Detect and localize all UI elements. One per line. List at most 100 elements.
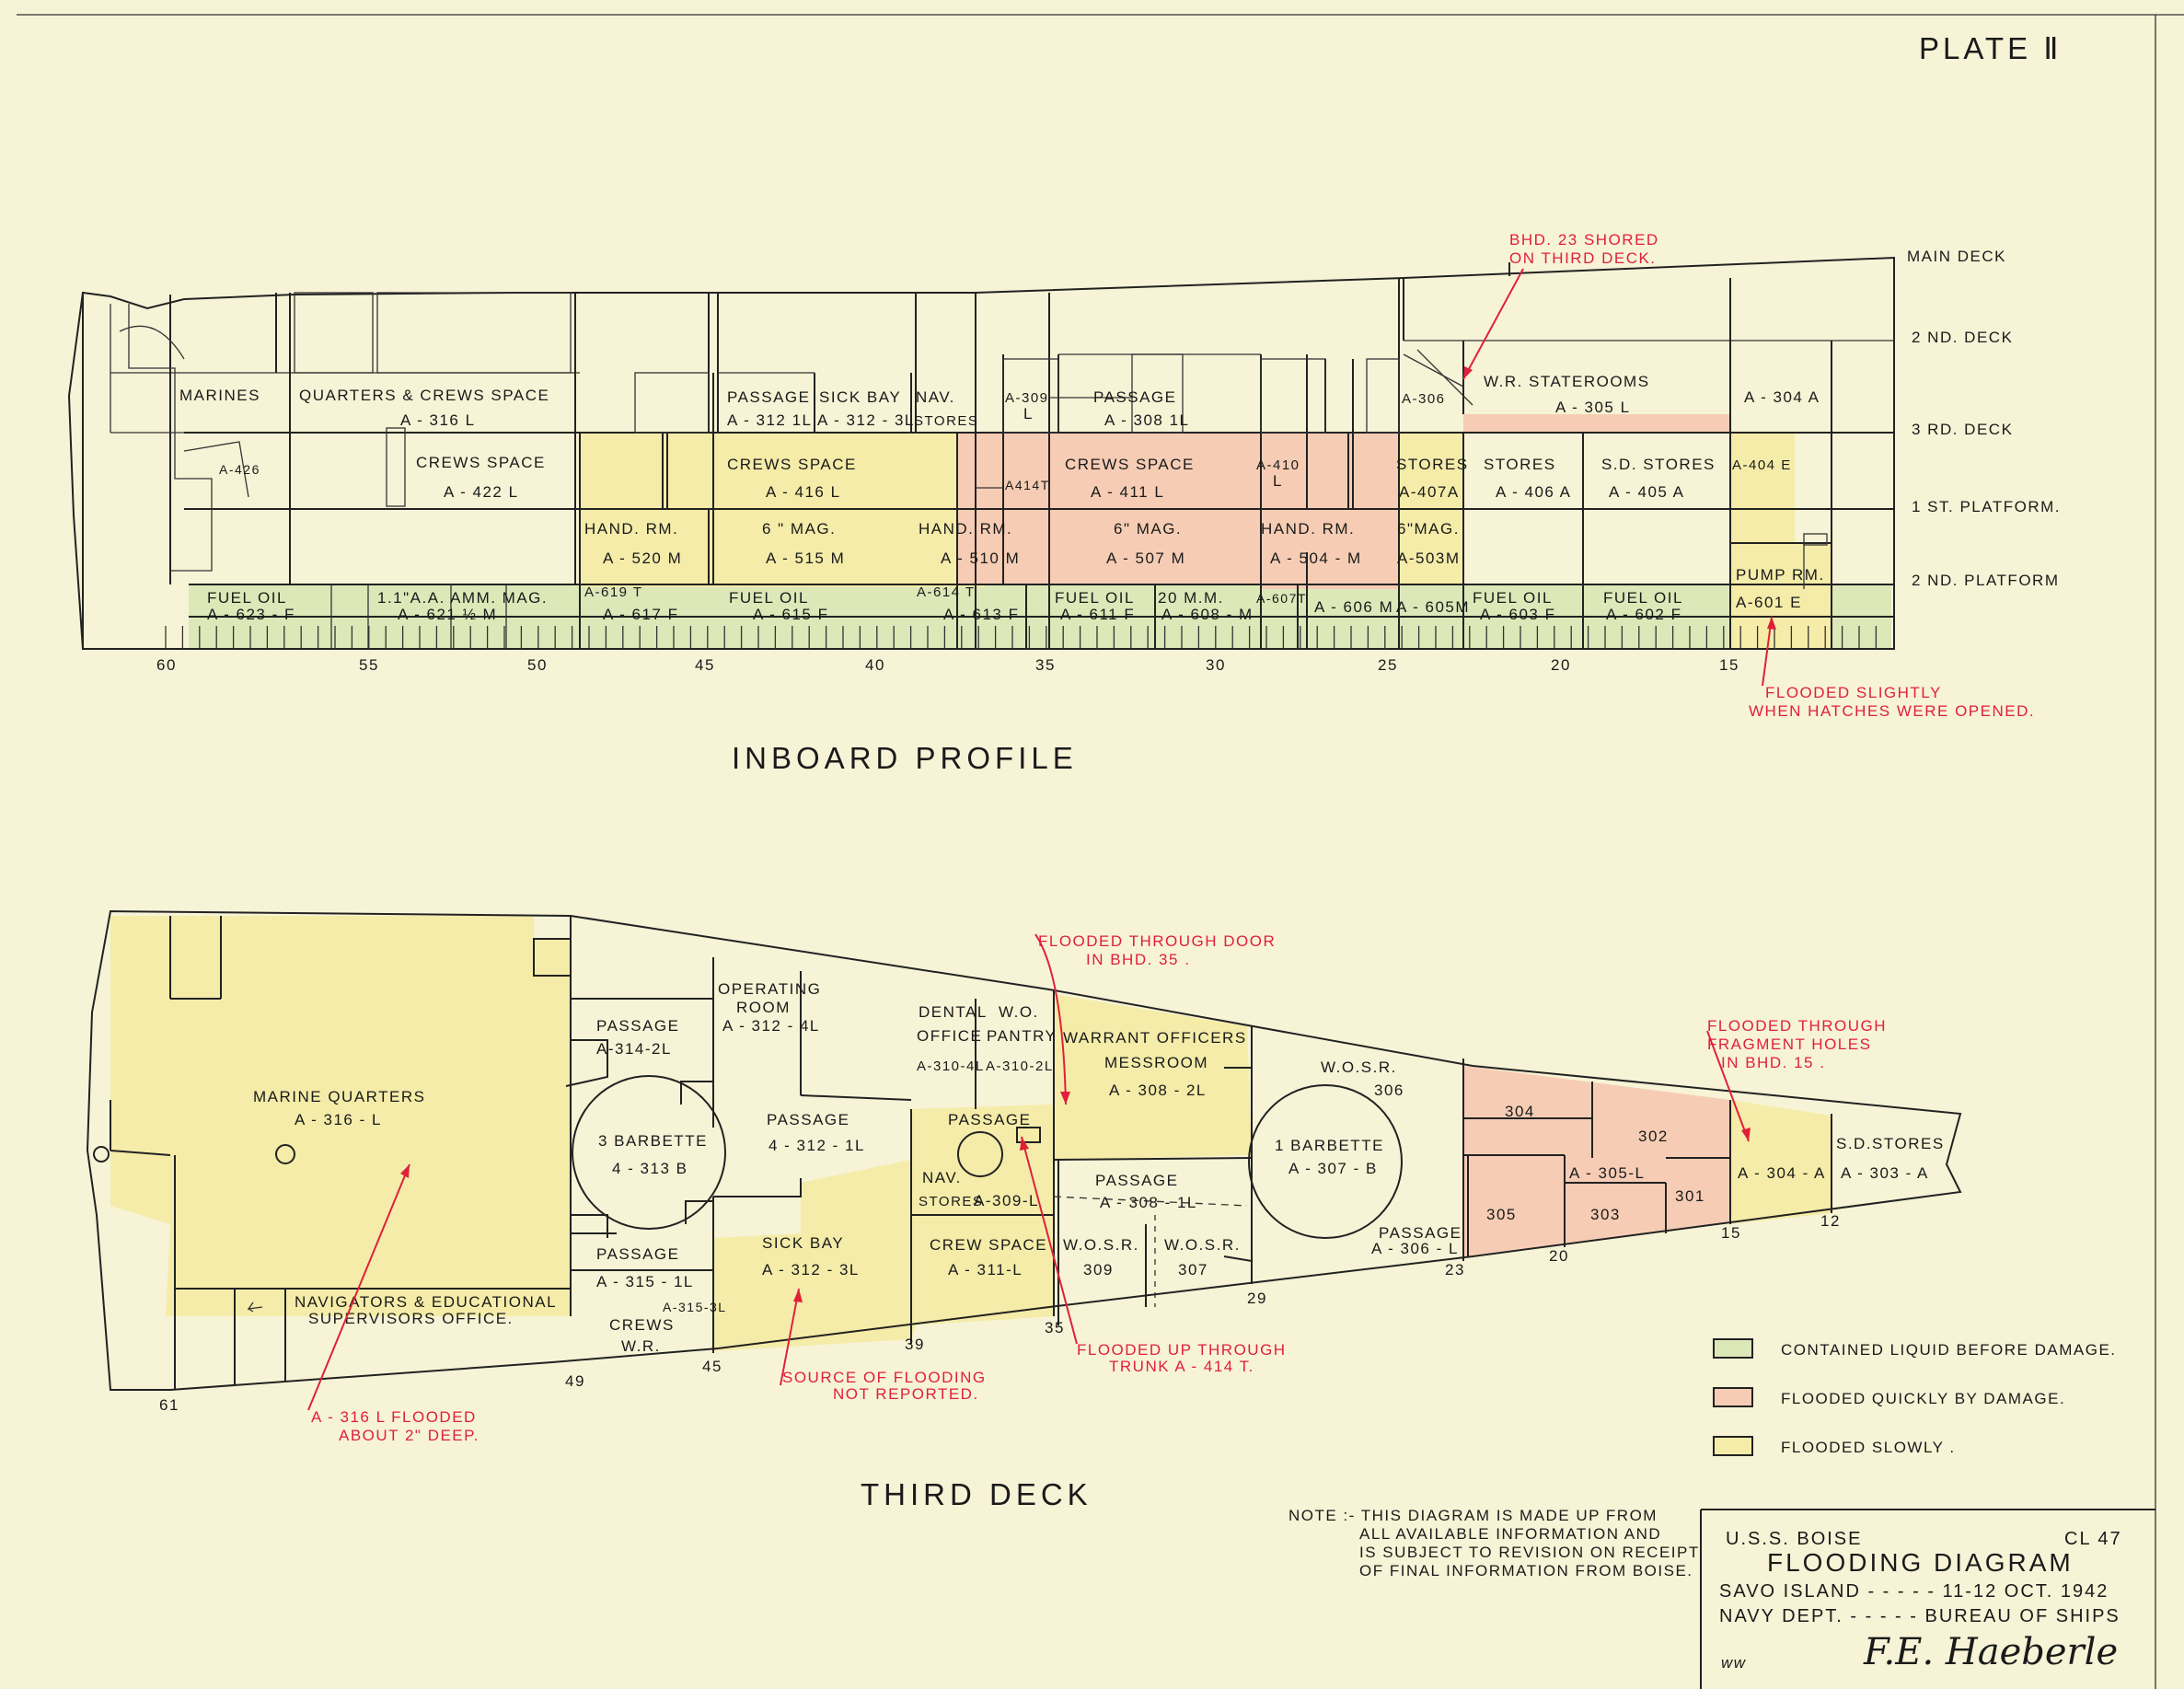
room-passage-312: PASSAGE: [727, 388, 811, 406]
title-line2: NAVY DEPT. - - - - - BUREAU OF SHIPS: [1719, 1606, 2120, 1626]
room-a503m: A-503M: [1397, 550, 1461, 567]
room-crews-space-416: CREWS SPACE: [727, 456, 857, 473]
room-mag-503: 6"MAG.: [1397, 520, 1460, 538]
room-a515m: A - 515 M: [766, 550, 845, 567]
note-line-3: IS SUBJECT TO REVISION ON RECEIPT: [1359, 1544, 1700, 1561]
room-a3121l: A - 312 1L: [727, 411, 813, 429]
room-fuel-oil-615: FUEL OIL: [729, 589, 809, 607]
room-wr-staterooms: W.R. STATEROOMS: [1484, 373, 1650, 390]
deck-room-wosr-307b: 307: [1178, 1261, 1208, 1278]
deck-room-a3104l: A-310-4L: [917, 1059, 985, 1074]
deck-frame-number: 35: [1045, 1319, 1065, 1336]
legend-label-quickly: FLOODED QUICKLY BY DAMAGE.: [1781, 1390, 2065, 1407]
profile-frame-number: 25: [1378, 656, 1398, 674]
deck-frame-number: 20: [1549, 1247, 1569, 1265]
room-quarters-crews: QUARTERS & CREWS SPACE: [299, 387, 549, 404]
room-a304a: A - 304 A: [1744, 388, 1820, 406]
room-a406a: A - 406 A: [1496, 483, 1572, 501]
deck-frame-number: 12: [1820, 1212, 1841, 1230]
arrow-source: [780, 1288, 800, 1386]
deck-room-301: 301: [1675, 1187, 1705, 1205]
deck-room-stores: STORES: [919, 1194, 983, 1209]
deck-room-a304a: A - 304 - A: [1738, 1164, 1826, 1182]
deck-room-wo: W.O.: [999, 1003, 1039, 1021]
room-a309: A-309: [1005, 390, 1049, 406]
deck-room-wosr-306b: 306: [1374, 1082, 1404, 1099]
deck-room-pantry: PANTRY: [987, 1027, 1057, 1045]
profile-frame-number: 55: [359, 656, 379, 674]
room-a520m: A - 520 M: [603, 550, 682, 567]
room-stores: STORES: [914, 413, 978, 429]
arrow-bhd23: [1462, 268, 1524, 380]
room-a605m: A - 605M: [1396, 598, 1470, 616]
deck-label-3rd: 3 RD. DECK: [1912, 421, 2013, 438]
legend-label-contained: CONTAINED LIQUID BEFORE DAMAGE.: [1781, 1341, 2117, 1359]
arrow-door35: [1034, 933, 1067, 1105]
note-line-2: ALL AVAILABLE INFORMATION AND: [1359, 1525, 1661, 1543]
note-frag15-line2: FRAGMENT HOLES: [1707, 1035, 1871, 1053]
deck-label-1st-platform: 1 ST. PLATFORM.: [1912, 498, 2061, 515]
legend-swatch-slowly: [1713, 1436, 1753, 1456]
room-a411l: A - 411 L: [1091, 483, 1164, 501]
room-a617f: A - 617 F: [603, 606, 678, 623]
room-l410: L: [1273, 472, 1283, 490]
deck-room-warrant: WARRANT OFFICERS: [1063, 1029, 1247, 1047]
title-ship: U.S.S. BOISE: [1726, 1529, 1862, 1549]
room-a305l: A - 305 L: [1555, 399, 1631, 416]
deck-frame-number: 15: [1721, 1224, 1741, 1242]
deck-room-sd-stores: S.D.STORES: [1836, 1135, 1945, 1152]
deck-room-wosr-309a: W.O.S.R.: [1063, 1236, 1139, 1254]
deck-room-sick-bay: SICK BAY: [762, 1234, 844, 1252]
deck-room-messroom: MESSROOM: [1104, 1054, 1208, 1071]
profile-frame-number: 60: [156, 656, 177, 674]
deck-room-a3061l: A - 306 - L: [1371, 1240, 1459, 1257]
deck-room-a303a: A - 303 - A: [1841, 1164, 1929, 1182]
plate-number: PLATE Ⅱ: [1919, 31, 2063, 65]
note-door35-line1: FLOODED THROUGH DOOR: [1038, 932, 1276, 950]
room-a619t: A-619 T: [584, 584, 643, 600]
deck-room-302: 302: [1638, 1128, 1669, 1145]
room-marines: MARINES: [179, 387, 260, 404]
deck-room-a3102l: A-310-2L: [986, 1059, 1054, 1074]
room-a510m: A - 510 M: [941, 550, 1020, 567]
room-20mm: 20 M.M.: [1158, 589, 1224, 607]
note-frag15-line1: FLOODED THROUGH: [1707, 1017, 1887, 1035]
deck-room-nav-office-2: SUPERVISORS OFFICE.: [308, 1310, 514, 1327]
arrow-trunk: [1021, 1136, 1078, 1345]
deck-room-barbette3: 3 BARBETTE: [598, 1132, 708, 1150]
note-line-1: NOTE :- THIS DIAGRAM IS MADE UP FROM: [1288, 1507, 1658, 1524]
room-a507m: A - 507 M: [1106, 550, 1185, 567]
deck-frame-number: 45: [702, 1358, 722, 1375]
signature: F.E. Haeberle: [1863, 1631, 2118, 1673]
note-block: NOTE :- THIS DIAGRAM IS MADE UP FROM ALL…: [1288, 1507, 1700, 1579]
deck-label-2nd: 2 ND. DECK: [1912, 329, 2013, 346]
room-a602f: A - 602 F: [1606, 606, 1681, 623]
deck-room-a3081l: A - 308 - 1L: [1100, 1194, 1197, 1211]
deck-room-a3124l: A - 312 - 4L: [722, 1017, 820, 1035]
room-a623f: A - 623 - F: [207, 606, 295, 623]
room-crews-space-411: CREWS SPACE: [1065, 456, 1195, 473]
room-pump-rm: PUMP RM.: [1736, 566, 1825, 584]
room-sd-stores: S.D. STORES: [1601, 456, 1716, 473]
inboard-profile-title: INBOARD PROFILE: [732, 741, 1078, 775]
note-bhd23-line2: ON THIRD DECK.: [1509, 249, 1657, 267]
deck-room-passage-314: PASSAGE: [596, 1017, 680, 1035]
deck-frame-number: 49: [565, 1372, 585, 1390]
room-hand-rm-3: HAND. RM.: [1261, 520, 1355, 538]
deck-room-a305l: A - 305-L: [1569, 1164, 1646, 1182]
room-fuel-oil-623: FUEL OIL: [207, 589, 287, 607]
third-deck-title: THIRD DECK: [861, 1477, 1092, 1511]
room-a504m: A - 504 - M: [1270, 550, 1362, 567]
title-block: U.S.S. BOISE CL 47 FLOODING DIAGRAM SAVO…: [1700, 1509, 2155, 1689]
room-a306: A-306: [1402, 391, 1446, 407]
profile-frame-number: 50: [527, 656, 548, 674]
legend-label-slowly: FLOODED SLOWLY .: [1781, 1439, 1956, 1456]
deck-frame-number: 61: [159, 1396, 179, 1414]
deck-room-passage-312: PASSAGE: [767, 1111, 850, 1128]
deck-room-passage-306: PASSAGE: [1379, 1224, 1462, 1242]
room-a414t: A414T: [1005, 478, 1050, 492]
title-main: FLOODING DIAGRAM: [1767, 1548, 2074, 1577]
room-fuel-oil-603: FUEL OIL: [1473, 589, 1553, 607]
room-aa-mag: 1.1"A.A. AMM. MAG.: [377, 589, 548, 607]
